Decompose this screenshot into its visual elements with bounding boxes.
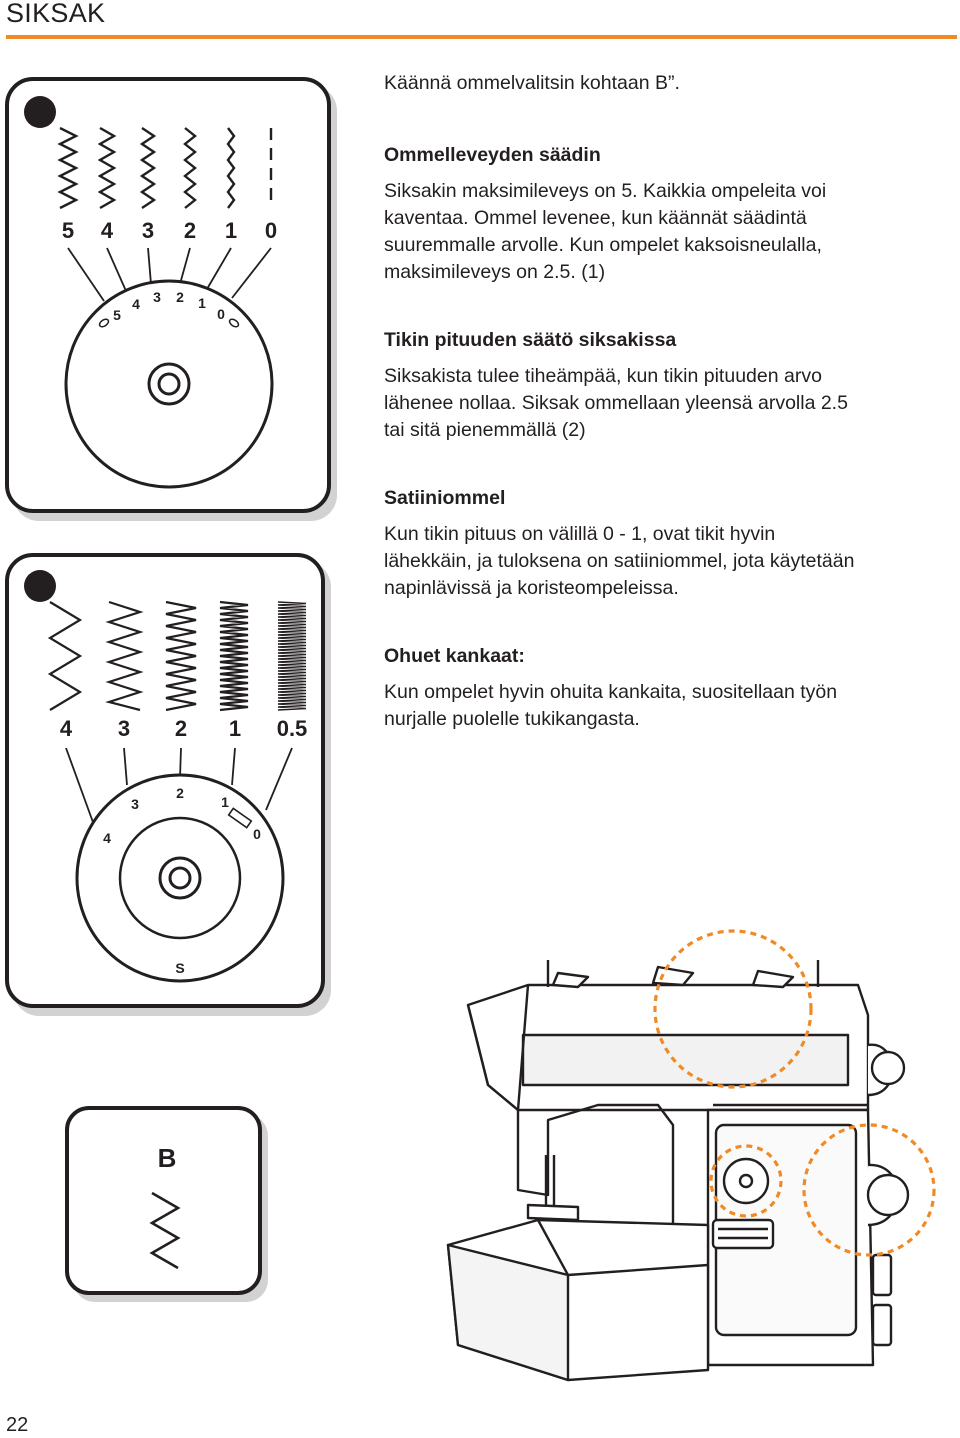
section-line: suuremmalle arvolle. Kun ompelet kaksois… — [384, 234, 822, 256]
svg-text:0.5: 0.5 — [277, 716, 308, 741]
page-number: 22 — [6, 1414, 29, 1436]
highlight-circle-side — [802, 1123, 936, 1257]
svg-text:1: 1 — [229, 716, 241, 741]
svg-text:0: 0 — [265, 218, 277, 243]
svg-text:S: S — [175, 960, 184, 976]
svg-text:1: 1 — [221, 794, 229, 810]
section-line: Siksakista tulee tiheämpää, kun tikin pi… — [384, 365, 822, 387]
satin-range-marker — [227, 807, 253, 829]
svg-text:3: 3 — [142, 218, 154, 243]
highlight-circle-panel — [709, 1144, 783, 1218]
section-satin-stitch: Satiiniommel Kun tikin pituus on välillä… — [384, 485, 956, 602]
section-line: lähekkäin, ja tuloksena on satiiniommel,… — [384, 550, 855, 572]
svg-text:2: 2 — [176, 289, 184, 305]
zigzag-stitch-icon — [149, 1191, 181, 1270]
section-stitch-width: Ommelleveyden säädin Siksakin maksimilev… — [384, 142, 956, 286]
section-line: nurjalle puolelle tukikangasta. — [384, 708, 640, 730]
highlight-circle-top — [653, 929, 813, 1089]
section-thin-fabrics: Ohuet kankaat: Kun ompelet hyvin ohuita … — [384, 643, 956, 733]
svg-text:4: 4 — [132, 296, 140, 312]
stitch-width-figure: 1 5 4 3 2 1 0 5 4 3 2 1 0 — [5, 77, 337, 521]
zigzag-width-samples — [57, 126, 273, 210]
section-line: lähenee nollaa. Siksak ommellaan yleensä… — [384, 392, 848, 414]
pointer-lines — [67, 247, 272, 302]
svg-text:2: 2 — [184, 218, 196, 243]
stitch-length-figure: 2 4 3 2 1 0.5 4 3 2 1 0 S — [5, 553, 331, 1016]
svg-text:2: 2 — [176, 785, 184, 801]
section-line: maksimileveys on 2.5. (1) — [384, 261, 606, 283]
section-heading: Satiiniommel — [384, 487, 506, 509]
badge-2-icon: 2 — [24, 570, 56, 602]
length-scale-labels: 4 3 2 1 0.5 — [60, 716, 307, 741]
section-line: Siksakin maksimileveys on 5. Kaikkia omp… — [384, 180, 827, 202]
svg-text:2: 2 — [175, 716, 187, 741]
title-rule — [6, 35, 957, 39]
length-dial: 4 3 2 1 0 S — [75, 773, 285, 983]
svg-text:3: 3 — [118, 716, 130, 741]
section-heading: Ommelleveyden säädin — [384, 144, 601, 166]
svg-text:1: 1 — [198, 295, 206, 311]
sewing-machine-figure — [446, 929, 936, 1382]
svg-text:5: 5 — [113, 307, 121, 323]
svg-text:0: 0 — [253, 826, 261, 842]
svg-text:3: 3 — [153, 289, 161, 305]
intro-text: Käännä ommelvalitsin kohtaan B”. — [384, 72, 680, 94]
selector-b-figure: B — [65, 1106, 268, 1302]
svg-text:B: B — [158, 1143, 177, 1173]
svg-text:5: 5 — [62, 218, 74, 243]
width-scale-labels: 5 4 3 2 1 0 — [62, 218, 277, 243]
sewing-machine-icon — [446, 960, 910, 1382]
svg-text:4: 4 — [60, 716, 73, 741]
svg-text:1: 1 — [225, 218, 237, 243]
svg-text:2: 2 — [34, 576, 45, 598]
pointer-lines — [65, 747, 293, 826]
section-line: Kun tikin pituus on välillä 0 - 1, ovat … — [384, 523, 776, 545]
section-stitch-length: Tikin pituuden säätö siksakissa Siksakis… — [384, 327, 956, 444]
page-title: SIKSAK — [6, 0, 106, 28]
section-heading: Tikin pituuden säätö siksakissa — [384, 329, 677, 351]
svg-text:4: 4 — [101, 218, 114, 243]
svg-text:1: 1 — [34, 102, 45, 124]
svg-text:3: 3 — [131, 796, 139, 812]
svg-text:4: 4 — [103, 830, 111, 846]
stitch-density-samples — [47, 600, 307, 712]
svg-text:0: 0 — [217, 306, 225, 322]
width-dial: 5 4 3 2 1 0 — [64, 279, 274, 489]
section-line: Kun ompelet hyvin ohuita kankaita, suosi… — [384, 681, 838, 703]
section-line: kaventaa. Ommel levenee, kun käännät sää… — [384, 207, 807, 229]
section-line: tai sitä pienemmällä (2) — [384, 419, 586, 441]
section-heading: Ohuet kankaat: — [384, 645, 525, 667]
section-line: napinlävissä ja koristeompeleissa. — [384, 577, 679, 599]
badge-1-icon: 1 — [24, 96, 56, 128]
text-column: Käännä ommelvalitsin kohtaan B”. Ommelle… — [384, 70, 956, 733]
